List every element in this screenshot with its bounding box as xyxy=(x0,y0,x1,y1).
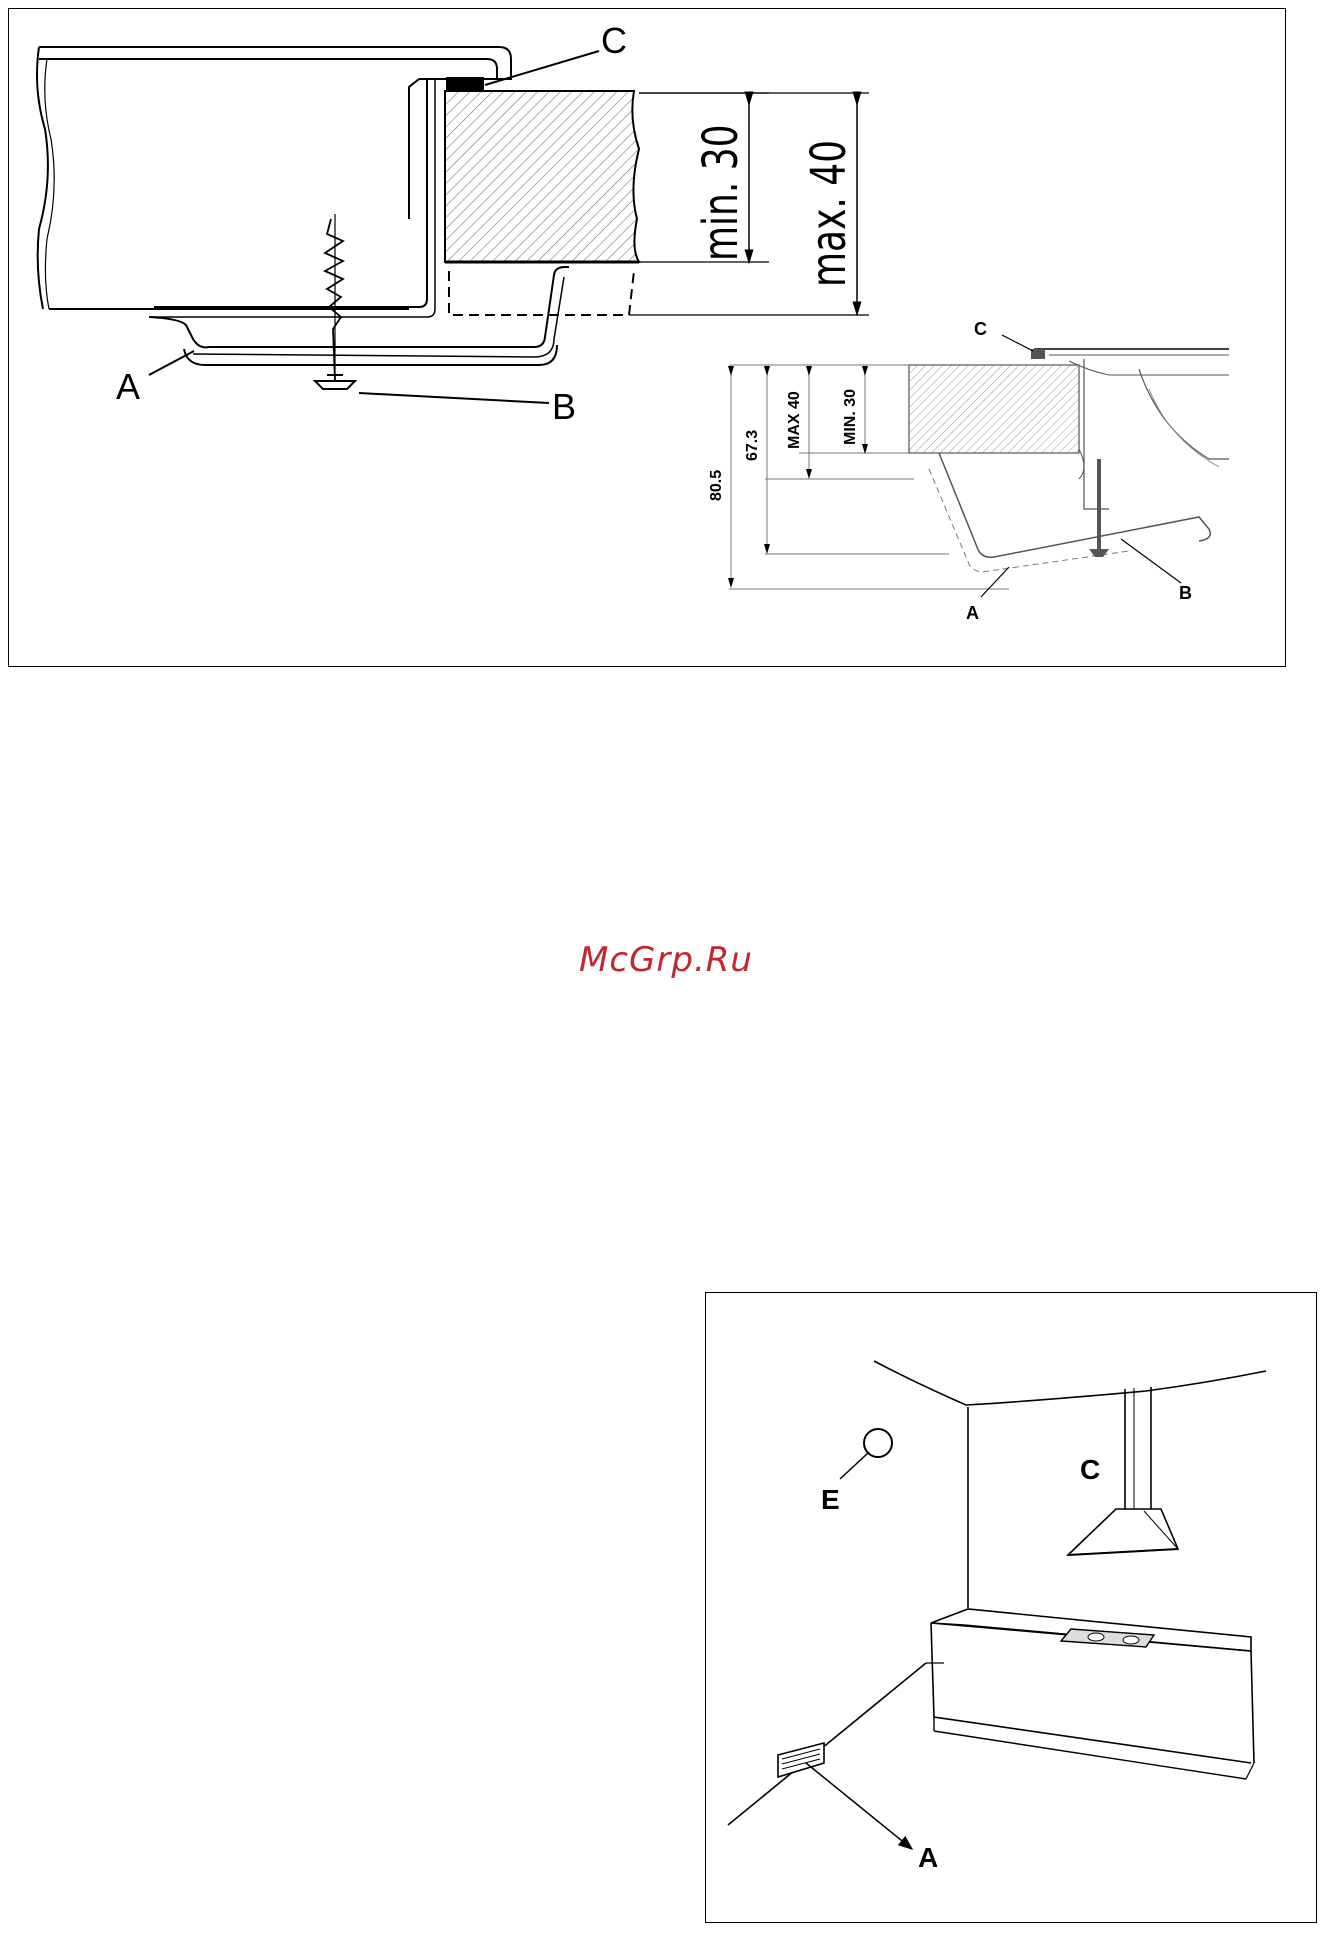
installation-diagram-panel: C A B min. 30 max. 40 xyxy=(8,8,1286,667)
inset-label-a: A xyxy=(966,603,979,623)
ventilation-hole-icon xyxy=(864,1429,892,1457)
label-c-hood: C xyxy=(1080,1454,1100,1485)
leader-b xyxy=(359,393,549,403)
label-c: C xyxy=(601,20,627,61)
watermark: McGrp.Ru xyxy=(0,940,1332,980)
kitchen-unit xyxy=(931,1609,1254,1779)
hob-section xyxy=(37,47,511,317)
dim-80-5: 80.5 xyxy=(708,470,725,501)
inset-leader-c xyxy=(1002,335,1033,351)
leader-e xyxy=(840,1453,868,1479)
leader-a xyxy=(149,351,194,375)
inset-label-b: B xyxy=(1179,583,1192,603)
gasket xyxy=(446,77,484,91)
kitchen-ventilation-diagram: E C A xyxy=(706,1293,1318,1924)
dim-min-30: min. 30 xyxy=(694,124,749,261)
inset-section xyxy=(729,349,1229,589)
label-e: E xyxy=(821,1484,840,1515)
inset-leader-b xyxy=(1121,539,1181,583)
dim-min-30-inset: MIN. 30 xyxy=(842,389,859,445)
label-a-vent: A xyxy=(918,1842,938,1873)
worktop xyxy=(445,91,639,315)
dim-67-3: 67.3 xyxy=(744,430,761,461)
inset-label-c: C xyxy=(974,319,987,339)
leader-c xyxy=(485,51,599,85)
dim-max-40-inset: MAX 40 xyxy=(786,391,803,449)
dim-max-40: max. 40 xyxy=(802,140,857,287)
screw-icon xyxy=(315,214,355,389)
label-a: A xyxy=(116,366,140,407)
label-b: B xyxy=(552,386,576,427)
room-ventilation-panel: E C A xyxy=(705,1292,1317,1923)
installation-cross-section: C A B min. 30 max. 40 xyxy=(9,9,1287,668)
leader-a-arrow xyxy=(806,1763,912,1849)
